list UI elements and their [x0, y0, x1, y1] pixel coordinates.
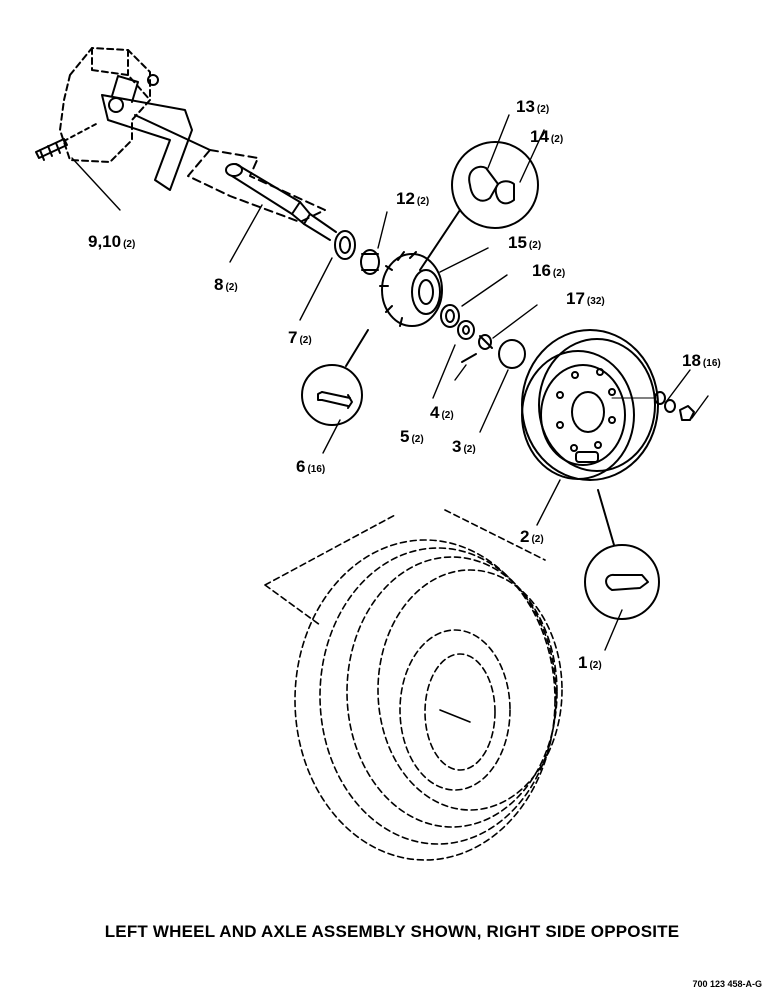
callout-3: 3(2): [452, 437, 476, 456]
bearing-cup-part-15: [440, 304, 460, 328]
callout-12: 13(2): [516, 97, 549, 116]
callout-2: 2(2): [520, 527, 544, 546]
callout-9-10: 9,10(2): [88, 232, 135, 251]
callout-4: 4(2): [430, 403, 454, 422]
callout-8: 8(2): [214, 275, 238, 294]
outer-bearing-part-11: [360, 249, 380, 275]
hub-part-14: [379, 251, 443, 327]
callout-1: 1(2): [578, 653, 602, 672]
bolt-part-9-10: [35, 123, 97, 161]
washer-part-5: [457, 320, 475, 340]
inner-bearing-part-7: [334, 230, 356, 260]
tire-outline: [264, 509, 563, 861]
axle-spindle-part-8: [187, 149, 337, 241]
nut-part-4: [461, 353, 477, 363]
cotter-pin-part-16: [478, 334, 493, 350]
wheel-rim-part-2: [521, 329, 659, 481]
callout-7: 7(2): [288, 328, 312, 347]
callout-15: 16(2): [532, 261, 565, 280]
document-id: 700 123 458-A-G: [692, 979, 762, 989]
leader-lines: [71, 114, 709, 651]
detail-wheel-stud-6: [301, 329, 369, 426]
callout-17: 18(16): [682, 351, 721, 370]
callout-14: 15(2): [508, 233, 541, 252]
lug-nut-part-18: [679, 405, 695, 421]
detail-bearing-cups-12-13: [419, 141, 539, 271]
callout-labels: 9,10(2) 8(2) 7(2) 12(2) 13(2) 14(2) 15(2…: [88, 97, 721, 672]
diagram-caption: LEFT WHEEL AND AXLE ASSEMBLY SHOWN, RIGH…: [104, 922, 680, 941]
dust-cap-part-3: [498, 339, 526, 369]
detail-valve-stem-1: [584, 489, 660, 620]
callout-11: 12(2): [396, 189, 429, 208]
callout-16: 17(32): [566, 289, 605, 308]
callout-6: 6(16): [296, 457, 325, 476]
callout-5: 5(2): [400, 427, 424, 446]
callout-13: 14(2): [530, 127, 563, 146]
axle-mount-bracket: [59, 47, 211, 191]
